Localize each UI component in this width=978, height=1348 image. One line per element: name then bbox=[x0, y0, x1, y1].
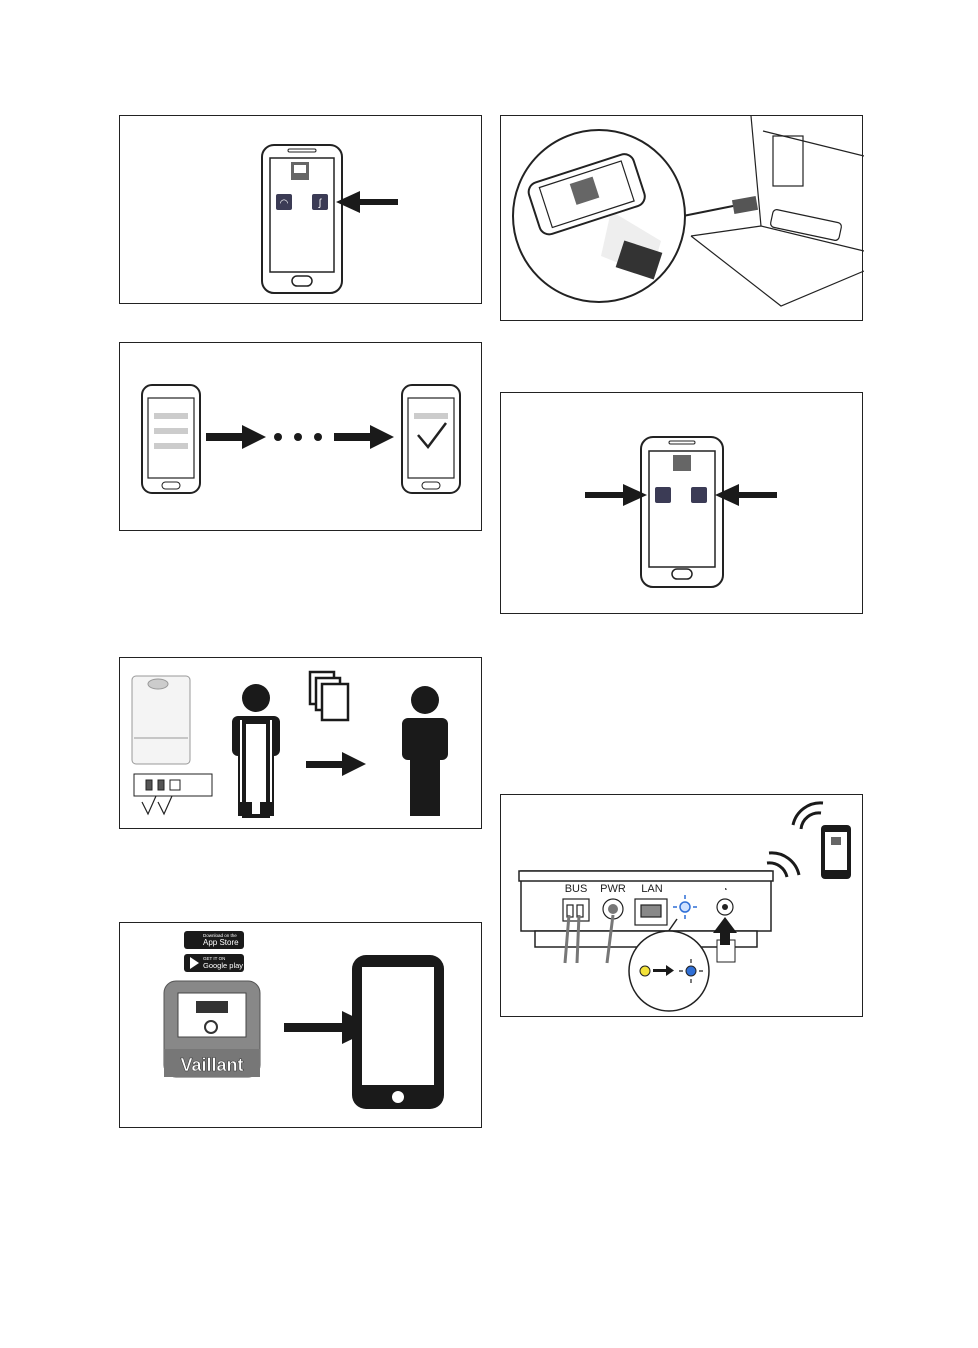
panel-qr-scan bbox=[500, 115, 864, 321]
handover-arrow bbox=[306, 752, 366, 776]
smartphone bbox=[261, 144, 343, 294]
bus-cables bbox=[563, 914, 581, 964]
googleplay-badge: GET IT ON Google play bbox=[184, 954, 244, 972]
panel-router: BUS PWR LAN ◔ bbox=[500, 794, 863, 1017]
wps-button: ◔ bbox=[713, 885, 737, 963]
checkmark-icon bbox=[417, 422, 447, 450]
pwr-port bbox=[602, 898, 624, 964]
qr-code-icon bbox=[615, 240, 663, 280]
brand-label: Vaillant bbox=[180, 1055, 243, 1075]
smartphone-large bbox=[352, 955, 444, 1109]
svg-text:◔: ◔ bbox=[723, 885, 728, 894]
app-logo-icon bbox=[673, 455, 691, 471]
magnifier-circle bbox=[512, 129, 686, 303]
svg-text:ʃ: ʃ bbox=[318, 198, 322, 209]
phone-small-icon bbox=[821, 825, 851, 879]
installer-figure bbox=[232, 684, 280, 818]
device-qr-label-icon bbox=[731, 196, 759, 214]
svg-text:App Store: App Store bbox=[203, 938, 239, 947]
wifi-waves-icon bbox=[766, 801, 824, 878]
smartphone bbox=[640, 436, 724, 588]
lan-port bbox=[634, 898, 668, 926]
led-blue-icon bbox=[685, 965, 697, 977]
svg-text:GET IT ON: GET IT ON bbox=[203, 956, 225, 961]
connect-button-icon bbox=[312, 194, 328, 210]
boiler-device bbox=[131, 675, 191, 765]
vaillant-app-icon: Vaillant bbox=[163, 980, 261, 1078]
panel-progress bbox=[119, 342, 482, 531]
panel-app-button: ◠ ʃ bbox=[119, 115, 482, 304]
progress-arrows bbox=[206, 425, 394, 449]
phone-loading bbox=[141, 384, 201, 494]
bus-port-label: BUS bbox=[565, 883, 588, 895]
svg-text:Google play: Google play bbox=[203, 961, 243, 970]
phone-done bbox=[401, 384, 461, 494]
led-yellow-icon bbox=[639, 965, 651, 977]
svg-text:◠: ◠ bbox=[280, 198, 289, 209]
panel-download: Download on the App Store GET IT ON Goog… bbox=[119, 922, 482, 1128]
pointer-arrow bbox=[336, 191, 398, 213]
led-zoom-circle bbox=[628, 918, 710, 1012]
connect-button-icon bbox=[691, 487, 707, 503]
router-small bbox=[133, 773, 213, 816]
pwr-port-label: PWR bbox=[600, 883, 626, 895]
documents-icon bbox=[308, 670, 350, 722]
panel-two-buttons bbox=[500, 392, 863, 614]
wifi-button-icon bbox=[276, 194, 292, 210]
status-led-icon bbox=[673, 895, 697, 919]
bus-port bbox=[562, 898, 590, 922]
user-figure bbox=[402, 686, 448, 816]
right-arrow bbox=[715, 484, 777, 506]
heating-device bbox=[690, 116, 864, 307]
left-arrow bbox=[585, 484, 647, 506]
appstore-badge: Download on the App Store bbox=[184, 931, 244, 949]
panel-handover bbox=[119, 657, 482, 829]
svg-text:Download on the: Download on the bbox=[203, 933, 237, 938]
lan-port-label: LAN bbox=[641, 883, 662, 895]
wifi-button-icon bbox=[655, 487, 671, 503]
